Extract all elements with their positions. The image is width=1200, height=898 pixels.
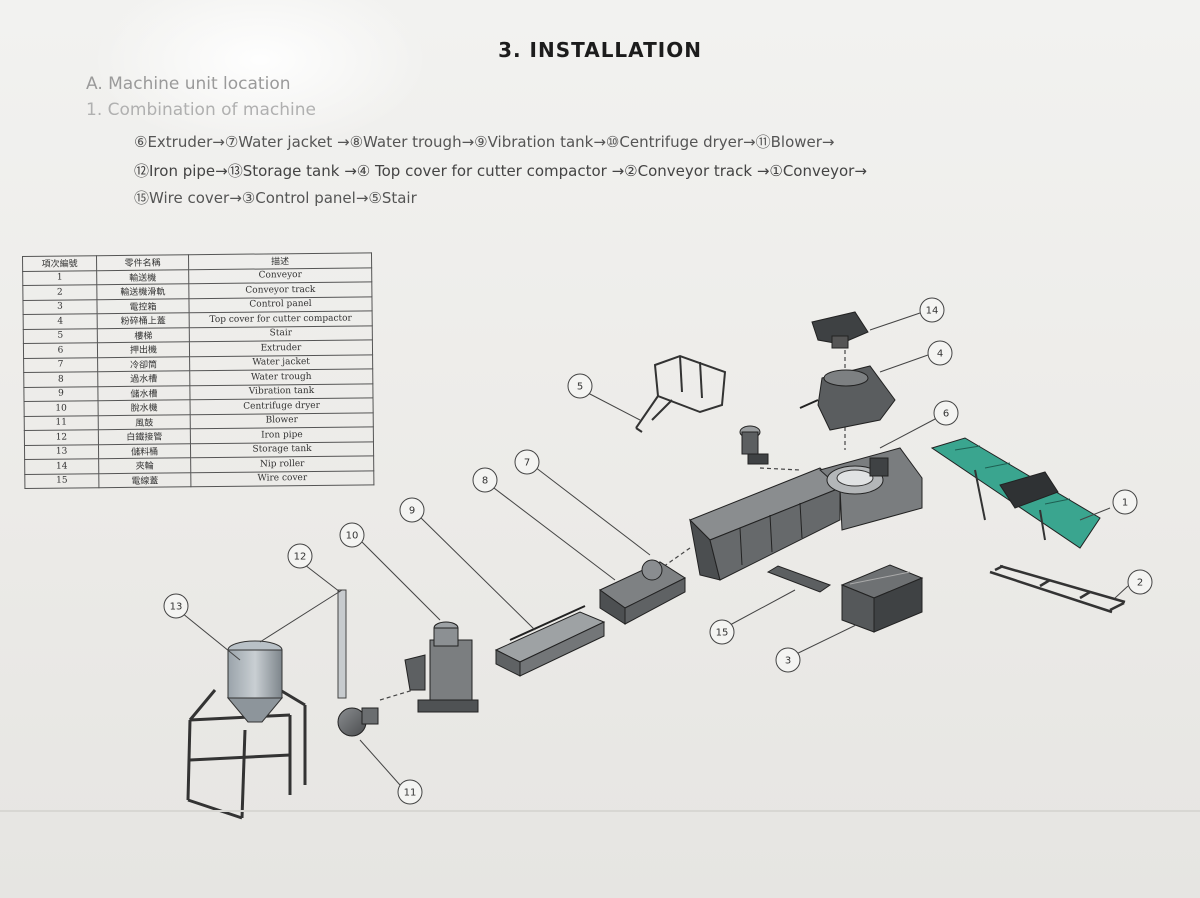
callout-label-6: 6 [943, 409, 949, 420]
wire-cover-drawing [766, 565, 832, 593]
callout-circle-11 [397, 779, 423, 805]
callout-circle-3 [775, 647, 801, 673]
sequence-line-2: ⑫Iron pipe→⑬Storage tank →④ Top cover fo… [134, 162, 867, 180]
callout-circle-14 [919, 297, 945, 323]
callout-circle-6 [933, 400, 959, 426]
sequence-line-1: ⑥Extruder→⑦Water jacket →⑧Water trough→⑨… [134, 133, 835, 151]
centrifuge-dryer-drawing [404, 621, 479, 713]
callout-circle-5 [567, 373, 593, 399]
callout-label-13: 13 [170, 602, 183, 613]
callout-label-2: 2 [1137, 578, 1143, 589]
page-heading: 3. INSTALLATION [498, 38, 702, 62]
callout-label-3: 3 [785, 656, 791, 667]
callout-circle-2 [1127, 569, 1153, 595]
callout-circle-12 [287, 543, 313, 569]
storage-tank-drawing [186, 640, 307, 820]
iron-pipe-drawing [259, 589, 347, 699]
extruder-drawing [689, 447, 923, 581]
control-panel-drawing [840, 564, 924, 633]
callout-label-9: 9 [409, 506, 415, 517]
callout-label-4: 4 [937, 349, 943, 360]
callout-circle-9 [399, 497, 425, 523]
stair-drawing [635, 354, 727, 433]
callout-label-14: 14 [926, 306, 939, 317]
callout-label-10: 10 [346, 531, 359, 542]
callout-circle-13 [163, 593, 189, 619]
callout-label-1: 1 [1122, 498, 1128, 509]
callout-leader-lines [181, 312, 1129, 786]
conveyor-drawing [930, 437, 1101, 549]
top-cover-drawing [799, 365, 896, 431]
vibration-tank-drawing [494, 605, 606, 677]
callout-circle-4 [927, 340, 953, 366]
page-bottom-edge [0, 810, 1200, 812]
callout-circle-8 [472, 467, 498, 493]
conveyor-track-drawing [989, 564, 1126, 614]
callout-label-12: 12 [294, 552, 307, 563]
feeder-unit-drawing [739, 425, 769, 465]
callout-label-5: 5 [577, 382, 583, 393]
callout-circle-7 [514, 449, 540, 475]
water-trough-drawing [599, 559, 687, 625]
callout-label-8: 8 [482, 476, 488, 487]
callout-label-11: 11 [404, 788, 417, 799]
section-a-title: A. Machine unit location [86, 74, 291, 94]
item-1-title: 1. Combination of machine [86, 100, 316, 120]
sequence-line-3: ⑮Wire cover→③Control panel→⑤Stair [134, 189, 417, 207]
callout-label-7: 7 [524, 458, 530, 469]
callout-circle-15 [709, 619, 735, 645]
blower-drawing [337, 707, 379, 737]
callout-circle-10 [339, 522, 365, 548]
callout-circle-1 [1112, 489, 1138, 515]
nip-roller-drawing [811, 311, 869, 349]
callout-label-15: 15 [716, 628, 729, 639]
